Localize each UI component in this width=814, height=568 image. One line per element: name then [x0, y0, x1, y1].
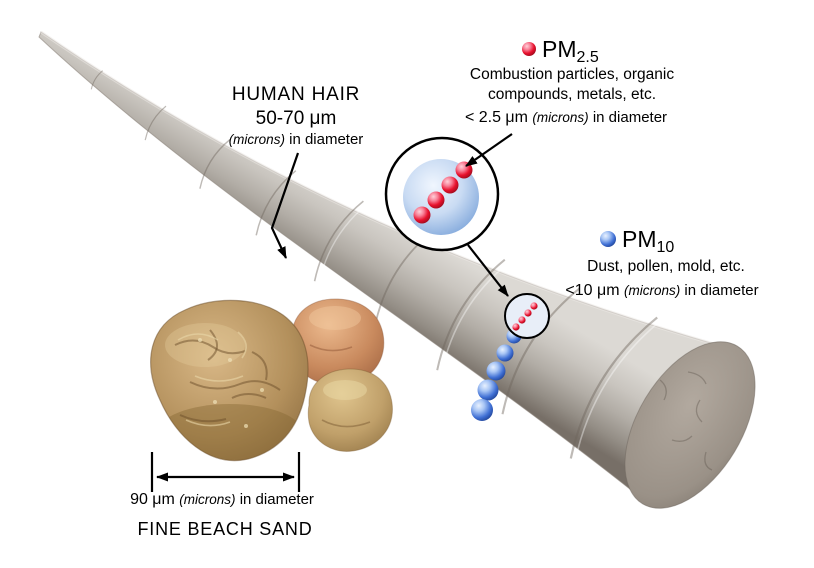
sand-illustration	[150, 298, 393, 462]
sand-grain-lower-highlight	[323, 380, 367, 400]
pm25-description-line1: Combustion particles, organic	[470, 66, 674, 83]
sand-label-block: 90 μm (microns) in diameter FINE BEACH S…	[130, 491, 314, 539]
pm10-legend-dot	[600, 231, 616, 247]
hair-size-label: 50-70 μm	[256, 108, 337, 129]
sand-grain-main-texture	[158, 323, 302, 460]
hair-detail-circle	[504, 293, 550, 339]
hair-top-highlight	[40, 30, 743, 354]
pm25-label: PM2.5	[542, 36, 599, 66]
pm25-label-block: PM2.5 Combustion particles, organic comp…	[465, 36, 674, 126]
pm25-tiny-chain	[512, 302, 538, 331]
sand-size-label: 90 μm (microns) in diameter	[130, 491, 314, 508]
sand-label: FINE BEACH SAND	[137, 519, 312, 539]
pm10-subscript: 10	[657, 239, 675, 256]
pm25-description-line2: compounds, metals, etc.	[488, 86, 656, 103]
human-hair-illustration	[38, 30, 756, 509]
hair-label-block: HUMAN HAIR 50-70 μm (microns) in diamete…	[229, 84, 364, 148]
pm10-particle-chain	[471, 328, 522, 421]
arrows	[270, 133, 513, 297]
hair-diameter-note: (microns) in diameter	[229, 131, 364, 148]
pm10-label-block: PM10 Dust, pollen, mold, etc. <10 μm (mi…	[565, 226, 758, 299]
sand-grain-upper-crevice	[309, 344, 353, 352]
pm25-subscript: 2.5	[577, 49, 599, 66]
detail-to-hair-arrow	[467, 244, 509, 297]
sand-grain-upper-highlight	[309, 306, 361, 330]
human-hair-label: HUMAN HAIR	[232, 84, 360, 105]
pm25-legend-dot	[522, 42, 536, 56]
pm10-description-line1: Dust, pollen, mold, etc.	[587, 258, 745, 275]
hair-pointer-arrow	[270, 152, 300, 259]
pm25-size-note: < 2.5 μm (microns) in diameter	[465, 109, 667, 126]
sand-measure	[150, 452, 301, 492]
hair-end-face	[624, 341, 756, 509]
hair-end-face-texture	[659, 371, 713, 471]
sand-grain-lower-crevice	[321, 419, 371, 428]
pm10-label: PM10	[622, 226, 674, 256]
pm25-to-detail-arrow	[465, 133, 513, 167]
pm10-size-note: <10 μm (microns) in diameter	[565, 282, 758, 299]
hair-cuticle-lines	[90, 70, 663, 462]
